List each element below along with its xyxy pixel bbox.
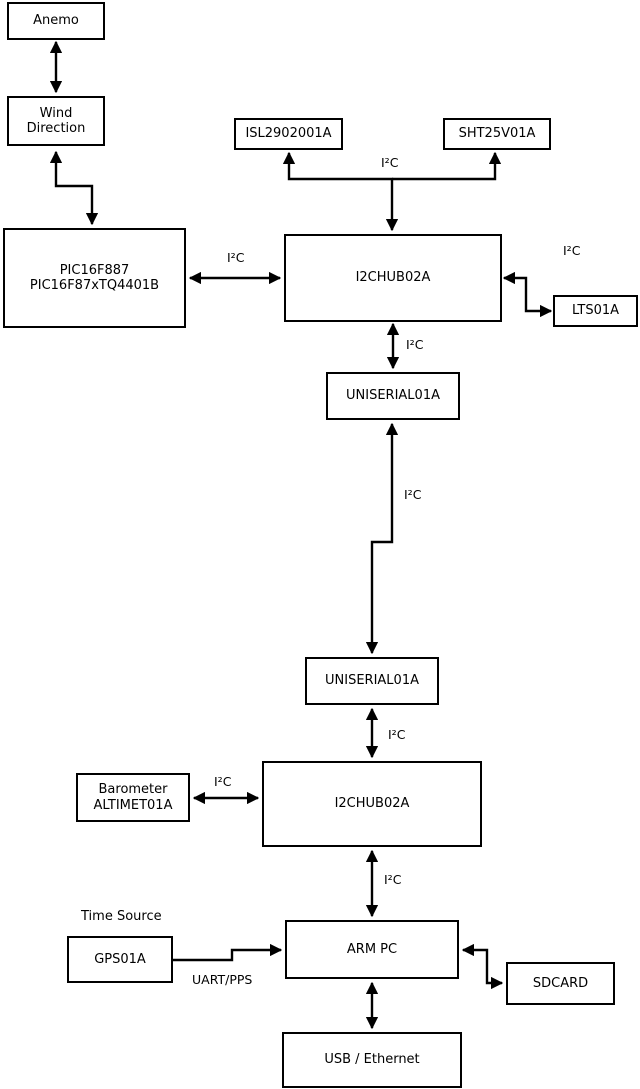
wire-hubtop-branch	[282, 151, 399, 232]
node-i2chub02a-top-label: I2CHUB02A	[355, 270, 431, 286]
edge-label-uniserial-link-i2c: I²C	[404, 487, 422, 502]
node-isl2902001a[interactable]: ISL2902001A	[234, 118, 343, 150]
node-usb-ethernet-label: USB / Ethernet	[324, 1052, 420, 1068]
node-pic-mcu[interactable]: PIC16F887 PIC16F87xTQ4401B	[3, 228, 186, 328]
wire-branch-sht	[392, 151, 502, 181]
node-uniserial01a-bottom[interactable]: UNISERIAL01A	[305, 657, 439, 705]
node-gps01a-label: GPS01A	[94, 951, 146, 967]
node-arm-pc[interactable]: ARM PC	[285, 920, 459, 979]
node-anemo[interactable]: Anemo	[7, 2, 105, 40]
edge-label-isl-sht-i2c: I²C	[381, 155, 399, 170]
node-wind-direction[interactable]: Wind Direction	[7, 96, 105, 146]
edge-label-pic-hub-i2c: I²C	[227, 250, 245, 265]
node-uniserial01a-top[interactable]: UNISERIAL01A	[326, 372, 460, 420]
edge-label-hub-lts-i2c: I²C	[563, 243, 581, 258]
node-usb-ethernet[interactable]: USB / Ethernet	[282, 1032, 462, 1088]
node-uniserial01a-top-label: UNISERIAL01A	[346, 388, 440, 404]
node-sht25v01a-label: SHT25V01A	[458, 126, 536, 142]
node-i2chub02a-bottom[interactable]: I2CHUB02A	[262, 761, 482, 847]
edge-label-barometer-hub-i2c: I²C	[214, 774, 232, 789]
wire-hubtop-lts	[502, 271, 553, 318]
node-sdcard-label: SDCARD	[532, 975, 589, 991]
edge-label-hub-armpc-i2c: I²C	[384, 872, 402, 887]
wire-armpc-sdcard	[461, 943, 504, 990]
node-barometer-altimet01a-label: Barometer ALTIMET01A	[93, 782, 173, 813]
node-barometer-altimet01a[interactable]: Barometer ALTIMET01A	[76, 773, 190, 822]
label-time-source: Time Source	[81, 909, 162, 924]
wire-wind-pic	[49, 150, 99, 226]
node-sht25v01a[interactable]: SHT25V01A	[443, 118, 551, 150]
node-pic-mcu-label: PIC16F887 PIC16F87xTQ4401B	[29, 262, 160, 293]
node-i2chub02a-top[interactable]: I2CHUB02A	[284, 234, 502, 322]
node-lts01a-label: LTS01A	[571, 303, 620, 319]
wire-uniserial-link	[365, 422, 399, 655]
node-lts01a[interactable]: LTS01A	[553, 295, 638, 327]
node-anemo-label: Anemo	[33, 13, 79, 29]
node-arm-pc-label: ARM PC	[346, 941, 398, 957]
node-wind-direction-label: Wind Direction	[26, 105, 86, 136]
node-sdcard[interactable]: SDCARD	[506, 962, 615, 1005]
node-isl2902001a-label: ISL2902001A	[245, 126, 332, 142]
node-gps01a[interactable]: GPS01A	[67, 936, 173, 983]
edge-label-hub-uniserial-i2c: I²C	[406, 337, 424, 352]
edge-label-gps-armpc-uart-pps: UART/PPS	[192, 972, 253, 987]
wire-gps-armpc	[173, 943, 283, 962]
edge-label-uniserial-hubbot-i2c: I²C	[388, 727, 406, 742]
node-uniserial01a-bottom-label: UNISERIAL01A	[325, 673, 419, 689]
node-i2chub02a-bottom-label: I2CHUB02A	[334, 796, 410, 812]
